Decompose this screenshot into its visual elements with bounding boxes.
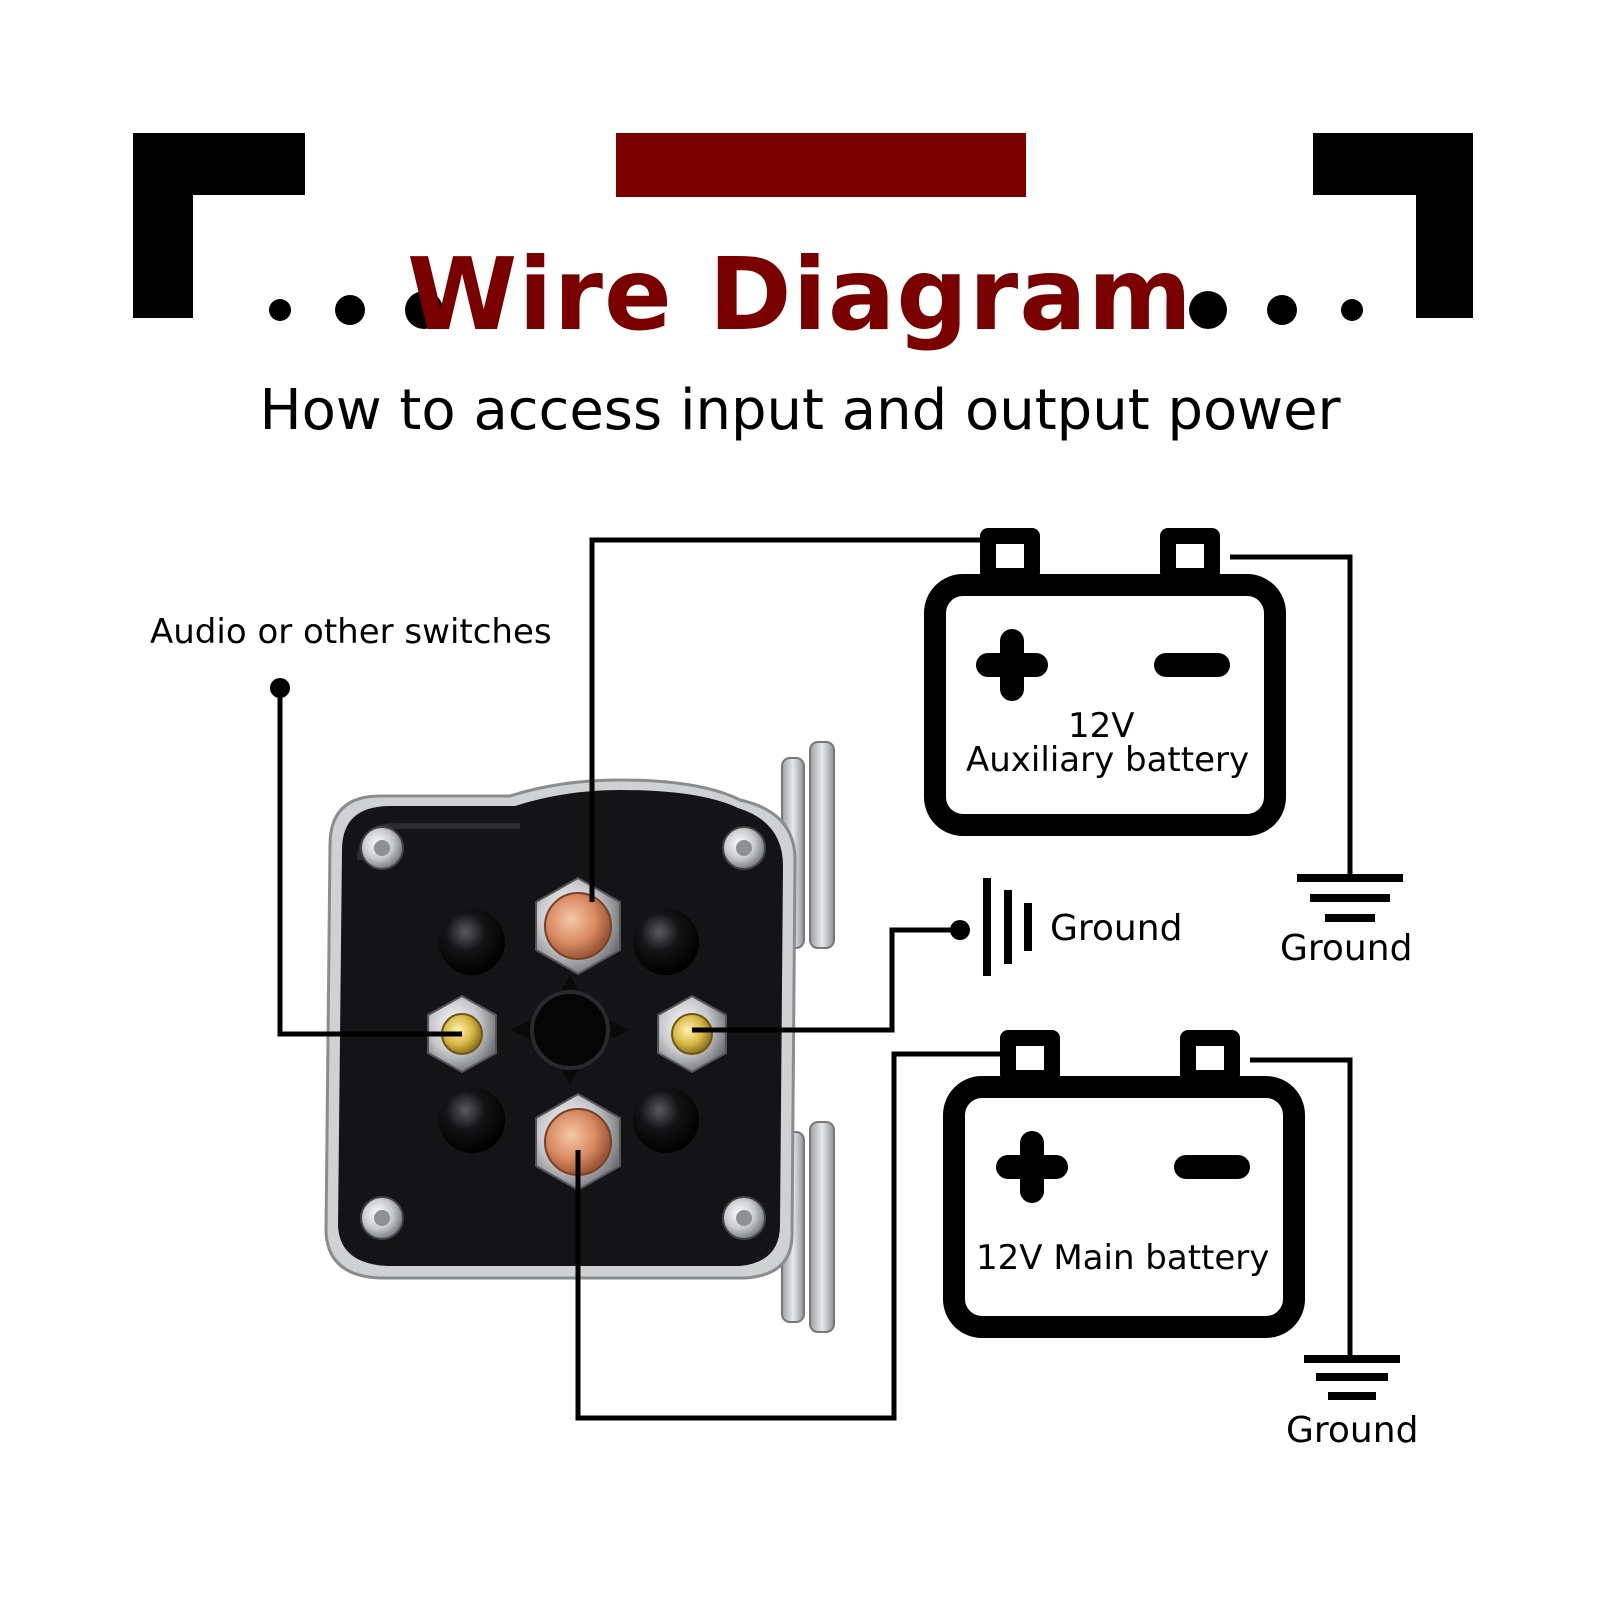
dot-icon — [1267, 295, 1297, 325]
ground-aux-label: Ground — [1280, 928, 1413, 969]
switch-label: Audio or other switches — [150, 612, 552, 652]
accent-bar — [616, 133, 1026, 197]
wire-aux-positive — [589, 537, 1010, 902]
ground-main-label: Ground — [1286, 1410, 1419, 1451]
solenoid-relay-icon — [324, 741, 835, 1333]
dot-icon — [1189, 291, 1227, 329]
wire-main-positive — [575, 1051, 1030, 1421]
ground-symbol-icon — [1297, 874, 1403, 922]
aux-battery-voltage-label: 12V — [1068, 706, 1135, 746]
dot-icon — [335, 295, 365, 325]
page-subtitle: How to access input and output power — [259, 378, 1341, 443]
switch-terminal-dot — [270, 678, 290, 698]
wire-switch — [277, 688, 462, 1037]
dot-icon — [269, 299, 291, 321]
ground-terminal-dot — [950, 920, 970, 940]
battery-icon — [924, 528, 1286, 836]
bracket-right-icon — [1313, 133, 1473, 318]
page-title: Wire Diagram — [407, 236, 1193, 353]
ground-symbol-icon — [983, 878, 1032, 976]
wire-aux-negative — [1230, 554, 1353, 878]
wires — [277, 537, 1353, 1421]
dot-icon — [1341, 299, 1363, 321]
ground-symbol-icon — [1304, 1355, 1400, 1400]
bracket-left-icon — [133, 133, 305, 318]
aux-battery-name-label: Auxiliary battery — [966, 740, 1250, 780]
ground-center-label: Ground — [1050, 908, 1183, 949]
main-battery-label: 12V Main battery — [976, 1238, 1270, 1278]
dot-icon — [405, 291, 443, 329]
wire-center-ground — [692, 927, 960, 1033]
wire-main-negative — [1250, 1057, 1353, 1360]
battery-icon — [943, 1030, 1305, 1338]
